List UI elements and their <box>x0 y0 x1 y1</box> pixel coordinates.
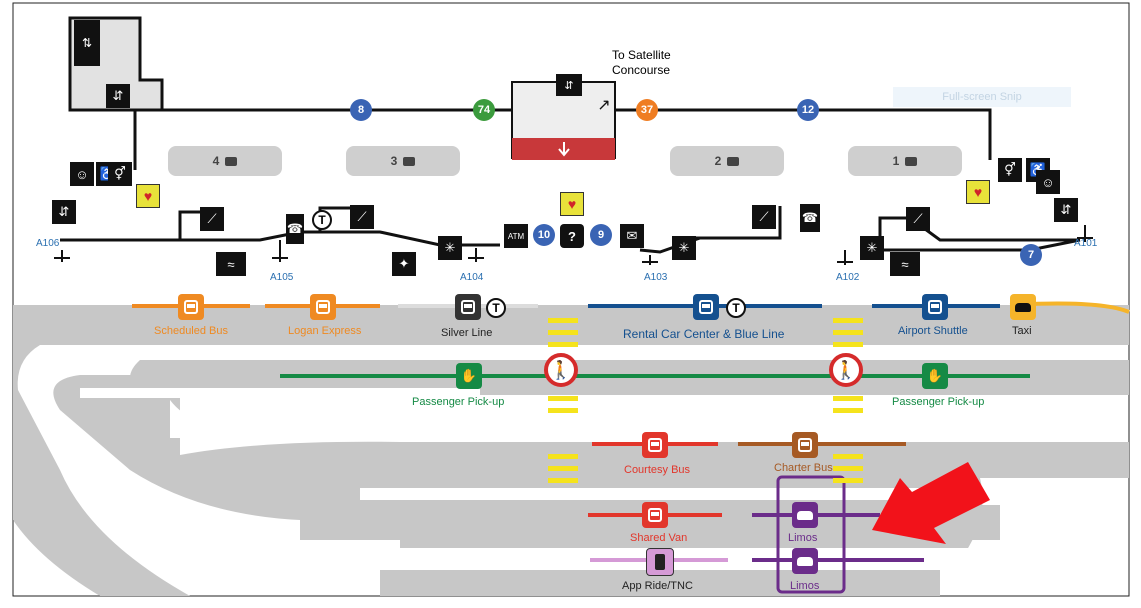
escalator-icon: ↗ <box>597 97 611 114</box>
door-a103: A103 <box>644 272 668 283</box>
limo-car-icon <box>792 502 818 528</box>
satellite-label-2: Concourse <box>612 63 671 77</box>
mbta-t-icon: T <box>726 298 746 318</box>
logan-express-label: Logan Express <box>288 325 362 337</box>
baggage-claim-number: 3 <box>390 154 398 168</box>
info-icon: ? <box>560 224 584 248</box>
connector-8: 8 <box>350 99 372 121</box>
escalator-icon: ⟋ <box>200 207 224 231</box>
silver-line-label: Silver Line <box>441 327 493 339</box>
elevator-icon: ⇵ <box>556 74 582 96</box>
restroom-icon: ⚥ <box>998 158 1022 182</box>
mbta-t-icon: T <box>312 210 332 230</box>
rental-car-bus-icon <box>693 294 719 320</box>
connector-10: 10 <box>533 224 555 246</box>
mail-icon: ✉ <box>620 224 644 248</box>
taxi-label: Taxi <box>1012 325 1032 337</box>
connector-12: 12 <box>797 99 819 121</box>
pedestrian-crossing-icon: 🚶 <box>829 353 863 387</box>
baggage-claim-3: 3 <box>346 146 460 176</box>
elevator-icon: ⇵ <box>52 200 76 224</box>
escalator-icon: ⟋ <box>752 205 776 229</box>
first-aid-icon: ✳ <box>860 236 884 260</box>
app-ride-tnc-label: App Ride/TNC <box>622 580 693 592</box>
aed-heart-icon: ♥ <box>136 184 160 208</box>
first-aid-icon: ✳ <box>672 236 696 260</box>
scheduled-bus-icon <box>178 294 204 320</box>
door-a101: A101 <box>1074 238 1098 249</box>
passenger-pickup-right-label: Passenger Pick-up <box>892 396 985 408</box>
phone-icon: ☎ <box>800 204 820 232</box>
shared-van-label: Shared Van <box>630 532 688 544</box>
passenger-pickup-left-label: Passenger Pick-up <box>412 396 505 408</box>
atm-icon: ATM <box>504 224 528 248</box>
connector-37: 37 <box>636 99 658 121</box>
baggage-claim-1: 1 <box>848 146 962 176</box>
snip-tooltip: Full-screen Snip <box>893 87 1071 107</box>
red-pointer-arrow <box>872 462 990 544</box>
door-a104: A104 <box>460 272 484 283</box>
escalator-icon: ⟋ <box>906 207 930 231</box>
baggage-claim-number: 4 <box>212 154 220 168</box>
elevator-icon: ⇵ <box>106 84 130 108</box>
pedestrian-crossing-icon: 🚶 <box>544 353 578 387</box>
luggage-icon <box>727 156 740 166</box>
luggage-icon <box>905 156 918 166</box>
limos-lower-label: Limos <box>790 580 820 592</box>
baggage-claim-2: 2 <box>670 146 784 176</box>
aed-heart-icon: ♥ <box>966 180 990 204</box>
courtesy-bus-icon <box>642 432 668 458</box>
scheduled-bus-label: Scheduled Bus <box>154 325 228 337</box>
satellite-label-1: To Satellite <box>612 48 671 62</box>
limos-upper-label: Limos <box>788 532 818 544</box>
app-ride-phone-icon <box>646 548 674 576</box>
logan-express-bus-icon <box>310 294 336 320</box>
door-a106: A106 <box>36 238 60 249</box>
limos-highlight-box <box>776 475 846 594</box>
charter-bus-label: Charter Bus <box>774 462 833 474</box>
stairs-escalator-icon: ⇅ <box>74 20 100 66</box>
down-arrow-icon <box>558 142 570 157</box>
passenger-pickup-icon: ✋ <box>922 363 948 389</box>
family-restroom-icon: ☺ <box>1036 170 1060 194</box>
elevator-icon: ⇵ <box>1054 198 1078 222</box>
phone-icon: ☎ <box>286 214 304 244</box>
courtesy-bus-label: Courtesy Bus <box>624 464 691 476</box>
connector-9: 9 <box>590 224 612 246</box>
limo-car-icon <box>792 548 818 574</box>
luggage-icon <box>403 156 416 166</box>
silver-line-bus-icon <box>455 294 481 320</box>
baggage-claim-4: 4 <box>168 146 282 176</box>
taxi-icon <box>1010 294 1036 320</box>
door-markers <box>54 225 1093 265</box>
pet-relief-icon: ✦ <box>392 252 416 276</box>
passenger-pickup-icon: ✋ <box>456 363 482 389</box>
baggage-claim-number: 1 <box>892 154 900 168</box>
luggage-icon <box>225 156 238 166</box>
charter-bus-icon <box>792 432 818 458</box>
roadways <box>13 305 1129 596</box>
door-a102: A102 <box>836 272 860 283</box>
smoking-area-icon: ≈ <box>890 252 920 276</box>
mbta-t-icon: T <box>486 298 506 318</box>
family-restroom-icon: ☺ <box>70 162 94 186</box>
airport-shuttle-bus-icon <box>922 294 948 320</box>
baggage-claim-number: 2 <box>714 154 722 168</box>
escalator-icon: ⟋ <box>350 205 374 229</box>
door-a105: A105 <box>270 272 294 283</box>
connector-7: 7 <box>1020 244 1042 266</box>
first-aid-icon: ✳ <box>438 236 462 260</box>
connector-74: 74 <box>473 99 495 121</box>
smoking-area-icon: ≈ <box>216 252 246 276</box>
airport-shuttle-label: Airport Shuttle <box>898 325 968 337</box>
aed-heart-icon: ♥ <box>560 192 584 216</box>
rental-car-blue-line-label: Rental Car Center & Blue Line <box>623 327 785 341</box>
shared-van-icon <box>642 502 668 528</box>
restroom-icon: ⚥ <box>108 162 132 186</box>
